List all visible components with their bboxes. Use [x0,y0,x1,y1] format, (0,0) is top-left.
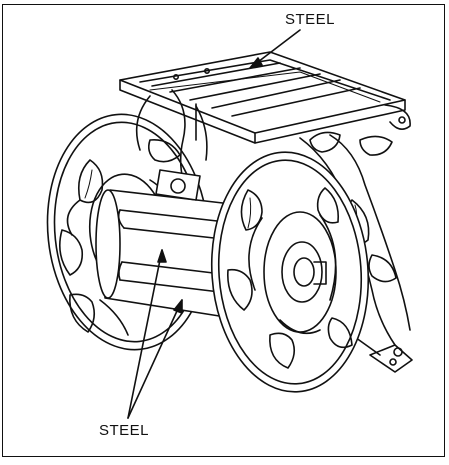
steel-tray [119,51,411,144]
callout-label-top: STEEL [285,11,336,28]
right-reel-wheel [210,151,370,393]
reel-drum [95,169,241,319]
callout-arrow-drum [127,249,163,419]
callout-arrows [127,29,301,419]
callout-arrow-axle [127,299,183,419]
callout-label-bottom: STEEL [99,422,150,439]
